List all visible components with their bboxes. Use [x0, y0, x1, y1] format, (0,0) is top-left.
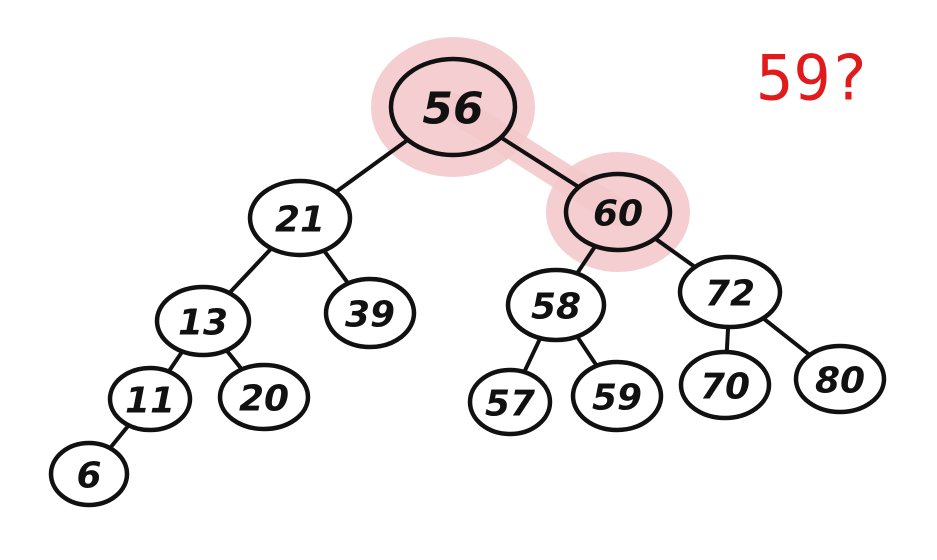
tree-edge — [498, 135, 581, 190]
tree-node-80: 80 — [793, 343, 887, 415]
tree-node-label: 11 — [125, 381, 175, 422]
tree-node-11: 11 — [107, 365, 193, 433]
tree-node-label: 21 — [275, 200, 325, 241]
tree-node-72: 72 — [677, 254, 783, 330]
tree-node-21: 21 — [247, 178, 353, 258]
tree-node-57: 57 — [467, 367, 553, 437]
tree-edge — [166, 349, 185, 374]
tree-node-outline — [388, 56, 518, 158]
tree-node-outline — [247, 178, 353, 258]
tree-edge — [227, 246, 274, 296]
tree-edge — [522, 336, 543, 375]
tree-node-outline — [154, 284, 252, 358]
tree-node-outline — [793, 343, 887, 415]
tree-node-outline — [107, 365, 193, 433]
tree-node-outline — [217, 362, 311, 432]
tree-node-label: 72 — [705, 274, 755, 315]
tree-edge — [224, 348, 244, 372]
tree-edge — [724, 324, 731, 355]
tree-node-59: 59 — [570, 359, 664, 433]
tree-node-label: 20 — [239, 379, 289, 420]
tree-node-outline — [467, 367, 553, 437]
tree-node-label: 59 — [592, 378, 642, 419]
tree-node-label: 13 — [178, 303, 228, 344]
tree-node-20: 20 — [217, 362, 311, 432]
tree-node-70: 70 — [678, 349, 772, 421]
tree-node-60: 60 — [563, 171, 673, 253]
tree-edge — [575, 334, 599, 368]
tree-node-label: 60 — [593, 194, 643, 235]
tree-edge — [653, 236, 698, 270]
tree-node-label: 57 — [485, 384, 535, 425]
tree-nodes: 56 21 60 13 39 58 72 11 20 57 59 70 80 6 — [48, 56, 887, 508]
tree-node-label: 70 — [700, 367, 750, 408]
tree-node-39: 39 — [323, 276, 417, 350]
tree-node-13: 13 — [154, 284, 252, 358]
tree-edge — [321, 248, 351, 286]
search-query-label: 59? — [756, 42, 868, 115]
tree-edges — [108, 135, 812, 451]
tree-node-outline — [677, 254, 783, 330]
tree-edge — [108, 423, 131, 451]
tree-node-outline — [563, 171, 673, 253]
tree-node-outline — [570, 359, 664, 433]
tree-node-outline — [678, 349, 772, 421]
tree-node-label: 56 — [422, 84, 483, 135]
tree-node-56: 56 — [388, 56, 518, 158]
tree-edge — [761, 316, 812, 358]
tree-node-outline — [323, 276, 417, 350]
tree-node-label: 39 — [345, 295, 395, 336]
tree-node-label: 6 — [76, 456, 101, 497]
tree-edge — [574, 244, 598, 276]
tree-node-outline — [48, 440, 130, 508]
tree-node-outline — [505, 267, 607, 343]
tree-edge — [333, 137, 410, 195]
tree-node-label: 58 — [531, 287, 581, 328]
tree-node-6: 6 — [48, 440, 130, 508]
tree-node-label: 80 — [815, 361, 865, 402]
tree-node-58: 58 — [505, 267, 607, 343]
